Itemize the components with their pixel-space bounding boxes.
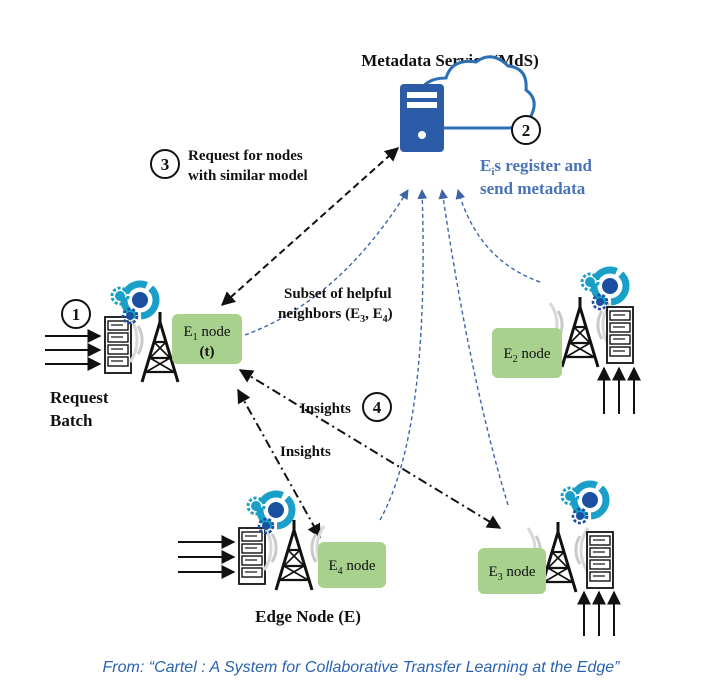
e4-request-arrows (178, 535, 236, 579)
request-batch-line1: Request (50, 388, 109, 407)
register-label-line2: send metadata (480, 179, 586, 198)
e1-register-arrow (244, 189, 409, 336)
svg-text:(t): (t) (200, 344, 215, 360)
step-4-badge: 4 (362, 392, 392, 422)
insights-label-lower: Insights (280, 444, 331, 460)
server-icon (400, 84, 444, 152)
subset-line1: Subset of helpful (284, 286, 392, 302)
step-3-badge: 3 (150, 149, 180, 179)
edge-node-label: Edge Node (E) (255, 607, 361, 626)
e1-request-arrows (45, 329, 102, 371)
cell-tower-icon (262, 518, 326, 592)
svg-text:E3 node: E3 node (488, 564, 535, 583)
e1-node: E1 node (t) (172, 314, 242, 364)
e4-node: E4 node (318, 542, 386, 588)
e3-register-arrow (438, 189, 509, 506)
server-rack-icon (586, 531, 614, 589)
svg-text:2: 2 (522, 121, 531, 140)
e4-register-arrow (379, 189, 428, 521)
request-batch-line2: Batch (50, 411, 93, 430)
svg-text:3: 3 (161, 155, 170, 174)
gear-icon (562, 484, 606, 523)
e1-mds-request-arrow (220, 147, 400, 306)
svg-text:E4 node: E4 node (328, 558, 375, 577)
gear-icon (582, 270, 626, 309)
e1-e3-insights-arrow (238, 369, 502, 529)
insights-label-upper: Insights (300, 401, 351, 417)
step-2-badge: 2 (511, 115, 541, 145)
server-rack-icon (238, 527, 266, 585)
e2-register-arrow (455, 189, 541, 283)
server-rack-icon (104, 316, 132, 374)
e1-e4-insights-arrow (237, 388, 321, 539)
source-caption: From: “Cartel : A System for Collaborati… (103, 659, 621, 676)
register-label-line1: Eis register and (480, 156, 593, 178)
subset-line2: neighbors (E3, E4) (278, 306, 393, 325)
svg-text:4: 4 (373, 398, 382, 417)
e3-request-arrows (577, 590, 621, 636)
svg-text:E2 node: E2 node (503, 346, 550, 365)
step-1-badge: 1 (61, 299, 91, 329)
request-nodes-line2: with similar model (188, 168, 308, 184)
server-rack-icon (606, 306, 634, 364)
e3-node: E3 node (478, 548, 546, 594)
e2-request-arrows (597, 366, 641, 414)
svg-text:E1 node: E1 node (183, 324, 230, 343)
svg-text:1: 1 (72, 305, 81, 324)
e2-node: E2 node (492, 328, 562, 378)
request-nodes-line1: Request for nodes (188, 148, 303, 164)
